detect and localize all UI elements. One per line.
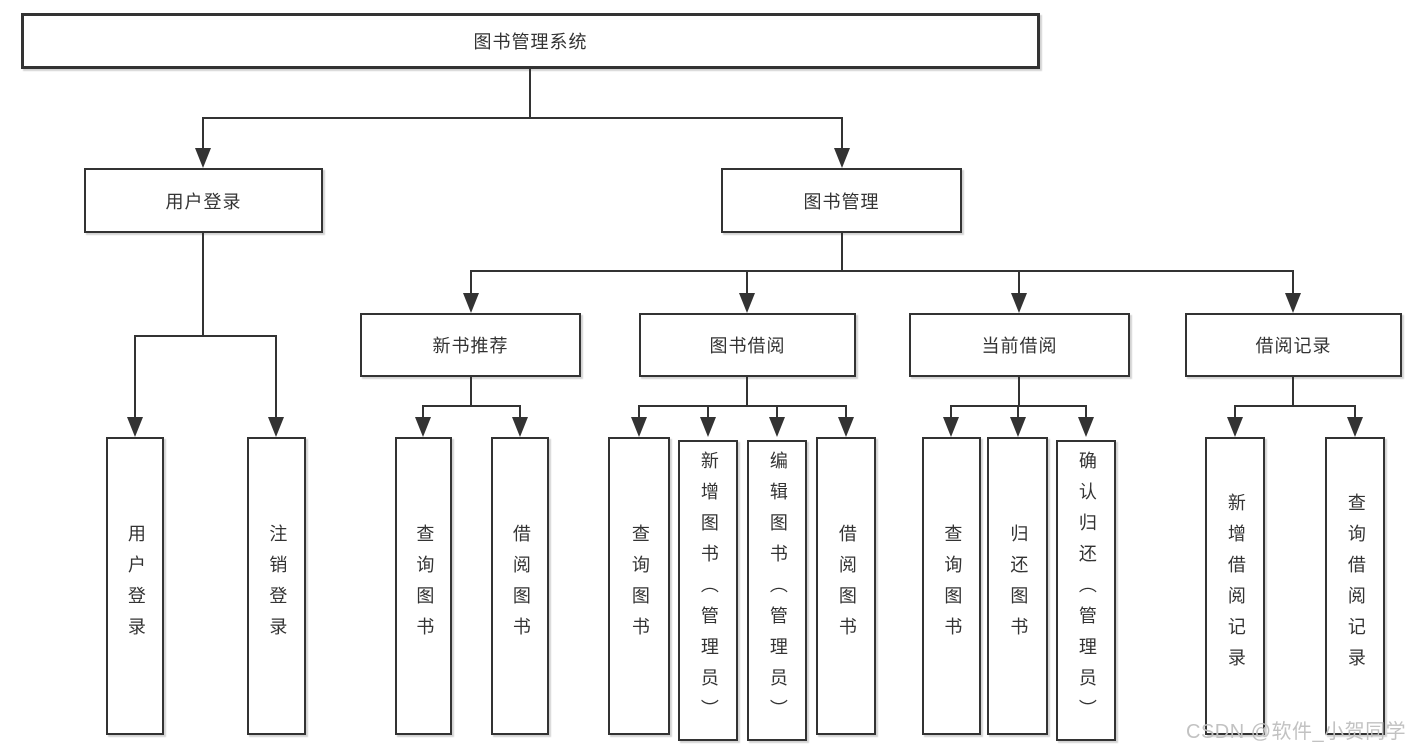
connector-leaf-drop [707, 405, 709, 419]
leaf-query-books-current-label: 查询图书 [942, 524, 963, 648]
connector-leaf-drop [1085, 405, 1087, 419]
leaf-query-books-recommend-label: 查询图书 [414, 524, 435, 648]
leaf-confirm-return-admin: 确认归还（管理员） [1056, 440, 1116, 741]
connector-user-login-rail [134, 335, 277, 337]
leaf-query-borrow-record-label: 查询借阅记录 [1345, 493, 1366, 679]
leaf-borrow-books-label: 借阅图书 [836, 524, 857, 648]
node-current-borrow: 当前借阅 [909, 313, 1130, 377]
leaf-return-book-label: 归还图书 [1008, 524, 1029, 648]
connector-drop-book-borrow [746, 270, 748, 295]
leaf-query-books-borrow: 查询图书 [608, 437, 670, 735]
arrowhead-down-icon [1010, 417, 1026, 437]
connector-leaf-drop [422, 405, 424, 419]
connector-current-borrow-rail [950, 405, 1087, 407]
connector-user-login-stem [202, 233, 204, 336]
leaf-edit-book-admin-label: 编辑图书（管理员） [767, 451, 788, 730]
arrowhead-down-icon [1285, 293, 1301, 313]
arrowhead-down-icon [1078, 417, 1094, 437]
connector-leaf-drop [519, 405, 521, 419]
connector-drop-borrow-record [1292, 270, 1294, 295]
leaf-borrow-books-recommend-label: 借阅图书 [510, 524, 531, 648]
connector-book-borrow-stem [746, 377, 748, 406]
arrowhead-down-icon [195, 148, 211, 168]
connector-borrow-record-stem [1292, 377, 1294, 406]
connector-leaf-drop [1234, 405, 1236, 419]
leaf-user-login-label: 用户登录 [125, 524, 146, 648]
leaf-logout-label: 注销登录 [267, 524, 288, 648]
connector-leaf-drop [845, 405, 847, 419]
leaf-query-books-recommend: 查询图书 [395, 437, 452, 735]
node-borrow-record: 借阅记录 [1185, 313, 1402, 377]
arrowhead-down-icon [769, 417, 785, 437]
arrowhead-down-icon [512, 417, 528, 437]
node-book-borrow: 图书借阅 [639, 313, 856, 377]
connector-leaf-drop [1354, 405, 1356, 419]
leaf-add-borrow-record-label: 新增借阅记录 [1225, 493, 1246, 679]
arrowhead-down-icon [834, 148, 850, 168]
arrowhead-down-icon [268, 417, 284, 437]
connector-recommend-rail [422, 405, 521, 407]
connector-drop-leaf-logout [275, 335, 277, 419]
leaf-query-borrow-record: 查询借阅记录 [1325, 437, 1385, 735]
watermark: CSDN @软件_小贺同学 [1186, 721, 1405, 743]
connector-drop-book-management [841, 117, 843, 150]
arrowhead-down-icon [631, 417, 647, 437]
leaf-logout: 注销登录 [247, 437, 306, 735]
leaf-borrow-books: 借阅图书 [816, 437, 876, 735]
arrowhead-down-icon [1347, 417, 1363, 437]
leaf-return-book: 归还图书 [987, 437, 1048, 735]
connector-drop-leaf-user-login [134, 335, 136, 419]
connector-leaf-drop [638, 405, 640, 419]
connector-level2-rail [202, 117, 843, 119]
arrowhead-down-icon [1227, 417, 1243, 437]
leaf-add-borrow-record: 新增借阅记录 [1205, 437, 1265, 735]
leaf-query-books-borrow-label: 查询图书 [629, 524, 650, 648]
connector-book-borrow-rail [638, 405, 847, 407]
connector-leaf-drop [1017, 405, 1019, 419]
leaf-confirm-return-admin-label: 确认归还（管理员） [1076, 451, 1097, 730]
connector-new-book-recommend-stem [470, 377, 472, 406]
connector-borrow-record-rail [1234, 405, 1356, 407]
connector-leaf-drop [776, 405, 778, 419]
connector-leaf-drop [950, 405, 952, 419]
connector-drop-current-borrow [1018, 270, 1020, 295]
arrowhead-down-icon [1011, 293, 1027, 313]
arrowhead-down-icon [127, 417, 143, 437]
node-book-management: 图书管理 [721, 168, 962, 233]
leaf-edit-book-admin: 编辑图书（管理员） [747, 440, 807, 741]
leaf-borrow-books-recommend: 借阅图书 [491, 437, 549, 735]
arrowhead-down-icon [415, 417, 431, 437]
arrowhead-down-icon [943, 417, 959, 437]
node-new-book-recommend: 新书推荐 [360, 313, 581, 377]
arrowhead-down-icon [700, 417, 716, 437]
node-library-management-system: 图书管理系统 [21, 13, 1040, 69]
node-user-login: 用户登录 [84, 168, 323, 233]
connector-level3-rail [470, 270, 1294, 272]
connector-current-borrow-stem [1018, 377, 1020, 406]
leaf-add-book-admin: 新增图书（管理员） [678, 440, 738, 741]
leaf-user-login: 用户登录 [106, 437, 164, 735]
leaf-add-book-admin-label: 新增图书（管理员） [698, 451, 719, 730]
arrowhead-down-icon [739, 293, 755, 313]
connector-drop-user-login [202, 117, 204, 150]
arrowhead-down-icon [463, 293, 479, 313]
connector-root-stem [529, 68, 531, 118]
connector-drop-new-book-recommend [470, 270, 472, 295]
leaf-query-books-current: 查询图书 [922, 437, 981, 735]
arrowhead-down-icon [838, 417, 854, 437]
connector-book-management-stem [841, 233, 843, 271]
